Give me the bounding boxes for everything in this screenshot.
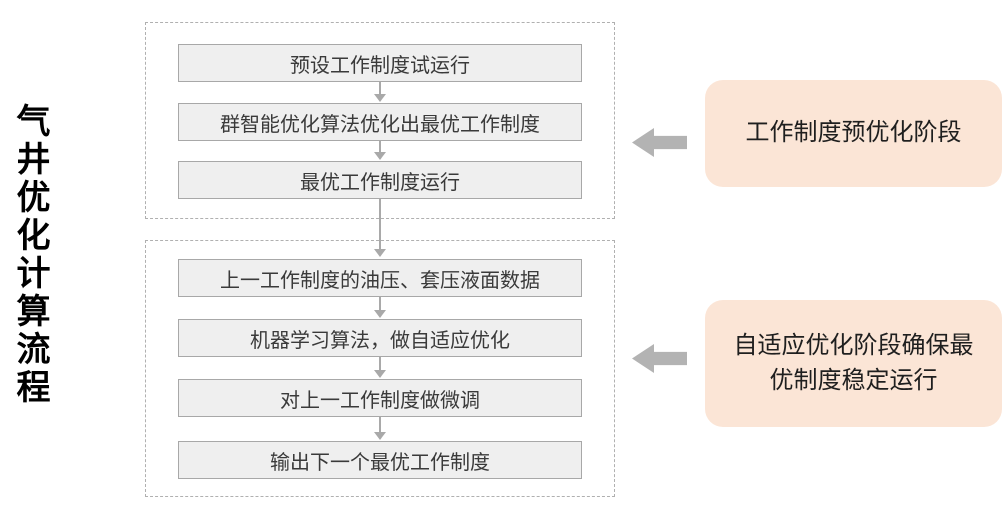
stage-pointer-left-arrow-icon [632,128,687,157]
flow-arrow-down-icon [373,141,387,160]
flow-step-fine-tune-regime: 对上一工作制度做微调 [178,379,582,417]
flow-arrow-down-icon [373,417,387,440]
flow-step-machine-learning: 机器学习算法，做自适应优化 [178,319,582,357]
flow-step-swarm-optimization: 群智能优化算法优化出最优工作制度 [178,103,582,141]
flow-step-preset-trial-run: 预设工作制度试运行 [178,44,582,82]
stage-label-pre-optimization: 工作制度预优化阶段 [705,80,1002,187]
flow-arrow-down-icon [373,357,387,378]
flow-arrow-down-icon [373,297,387,318]
stage-label-adaptive-optimization: 自适应优化阶段确保最优制度稳定运行 [705,300,1002,427]
page-title: 气井优化计算流程 [11,103,49,407]
flow-arrow-down-icon [373,199,387,257]
flow-step-pressure-liquid-data: 上一工作制度的油压、套压液面数据 [178,259,582,297]
flow-step-output-next-regime: 输出下一个最优工作制度 [178,441,582,479]
flow-step-optimal-regime-run: 最优工作制度运行 [178,161,582,199]
flow-arrow-down-icon [373,82,387,102]
stage-pointer-left-arrow-icon [632,344,687,373]
